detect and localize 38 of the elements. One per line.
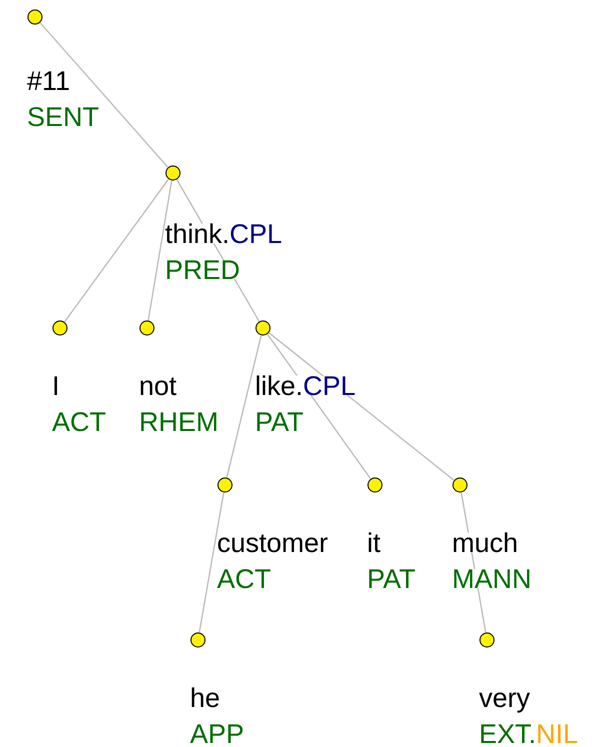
node-label: much xyxy=(452,532,518,552)
node-circle xyxy=(166,166,180,180)
node-label: #11 xyxy=(27,71,70,90)
node-circle xyxy=(190,632,206,648)
node-label: he xyxy=(190,687,220,708)
node-label: PAT xyxy=(255,412,304,431)
node-circle xyxy=(218,478,232,492)
node-label: customer xyxy=(217,534,328,552)
node-label: it xyxy=(367,532,380,552)
node-label: not xyxy=(139,378,177,396)
tree-edge xyxy=(64,178,170,322)
node-label: APP xyxy=(190,724,244,743)
tree-edge xyxy=(39,22,169,168)
node-label: ACT xyxy=(217,569,271,588)
node-circle xyxy=(368,478,382,492)
node-label: SENT xyxy=(27,107,99,126)
node-label: MANN xyxy=(452,569,532,588)
node-label: very xyxy=(479,692,530,713)
node-label: PAT xyxy=(367,569,416,588)
node-label: think. xyxy=(165,223,230,244)
node-label: I xyxy=(52,376,60,395)
node-label: EXT. xyxy=(479,724,536,743)
node-circle xyxy=(52,320,68,336)
node-label: CPL xyxy=(230,224,282,244)
node-circle xyxy=(140,320,154,336)
node-label: NIL xyxy=(536,724,578,743)
node-label: like. xyxy=(255,375,303,396)
node-label: CPL xyxy=(303,376,356,396)
node-circle xyxy=(28,10,42,24)
node-circle xyxy=(480,632,494,648)
node-label: ACT xyxy=(52,412,106,432)
node-circle xyxy=(452,478,468,492)
tree-edge xyxy=(198,492,224,633)
tree-edge xyxy=(226,335,262,478)
node-circle xyxy=(256,320,270,336)
tree-edge xyxy=(148,180,172,321)
node-label: RHEM xyxy=(139,412,218,431)
node-label: PRED xyxy=(165,260,240,279)
